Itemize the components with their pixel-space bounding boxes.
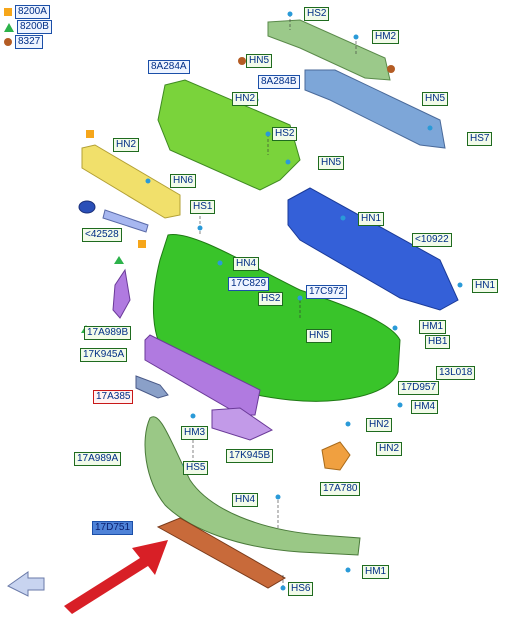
callout-17k945a: 17K945A (80, 348, 128, 362)
legend-item-8327: 8327 (4, 35, 44, 49)
lower-deflector-part (144, 416, 361, 556)
callout-17c972: 17C972 (306, 285, 348, 299)
callout-17c829: 17C829 (228, 277, 270, 291)
callout-hs1: HS1 (190, 200, 216, 214)
callout-hb1: HB1 (425, 335, 451, 349)
callout-10922: <10922 (412, 233, 452, 247)
splitter-part (156, 517, 286, 589)
callout-hn5: HN5 (318, 156, 345, 170)
callout-hn2: HN2 (366, 418, 393, 432)
callout-hs6: HS6 (288, 582, 314, 596)
callout-hn2: HN2 (113, 138, 140, 152)
callout-hs2: HS2 (258, 292, 284, 306)
purple-bracket-part (112, 268, 131, 319)
callout-hn4: HN4 (232, 493, 259, 507)
callout-17d957: 17D957 (398, 381, 440, 395)
callout-hs2: HS2 (304, 7, 330, 21)
callout-hm4: HM4 (411, 400, 439, 414)
callout-hs2: HS2 (272, 127, 298, 141)
retainer-part (135, 375, 169, 399)
callout-17a780: 17A780 (320, 482, 361, 496)
yellow-grille-part (81, 144, 181, 219)
badge-part (78, 200, 96, 214)
red-arrow (64, 540, 168, 614)
callout-hm1: HM1 (362, 565, 390, 579)
upper-grille-part (157, 79, 301, 191)
bracket-17a780-part (321, 441, 351, 471)
callout-8a284a: 8A284A (148, 60, 190, 74)
callout-17k945b: 17K945B (226, 449, 274, 463)
legend-item-8200a: 8200A (4, 5, 50, 19)
callout-hn4: HN4 (233, 257, 260, 271)
top-bracket-part (267, 19, 391, 81)
callout-hm3: HM3 (181, 426, 209, 440)
strip-part (102, 209, 149, 233)
lower-grille-a-part (144, 334, 261, 416)
green-triangle-icon (4, 22, 14, 32)
callout-hn1: HN1 (358, 212, 385, 226)
brown-circle-icon (4, 38, 12, 46)
callout-17a385: 17A385 (93, 390, 134, 404)
callout-17d751: 17D751 (92, 521, 134, 535)
legend-label: 8200A (15, 5, 50, 19)
callout-hm1: HM1 (419, 320, 447, 334)
callout-17a989b: 17A989B (84, 326, 132, 340)
callout-hn5: HN5 (306, 329, 333, 343)
callout-hn1: HN1 (472, 279, 499, 293)
callout-hn2: HN2 (376, 442, 403, 456)
callout-17a989a: 17A989A (74, 452, 122, 466)
callout-42528: <42528 (82, 228, 122, 242)
callout-hm2: HM2 (372, 30, 400, 44)
legend-label: 8200B (17, 20, 52, 34)
callout-hs7: HS7 (467, 132, 493, 146)
orange-square-icon (4, 8, 12, 16)
callout-hn5: HN5 (422, 92, 449, 106)
legend-item-8200b: 8200B (4, 20, 52, 34)
callout-hn6: HN6 (170, 174, 197, 188)
lower-grille-b-part (211, 407, 274, 441)
callout-8a284b: 8A284B (258, 75, 300, 89)
absorber-part (304, 69, 446, 149)
legend-label: 8327 (15, 35, 44, 49)
callout-hn2: HN2 (232, 92, 259, 106)
nav-arrow-icon (7, 571, 45, 597)
reinforcement-part (287, 187, 459, 311)
callout-hn5: HN5 (246, 54, 273, 68)
callout-hs5: HS5 (183, 461, 209, 475)
callout-13l018: 13L018 (436, 366, 476, 380)
